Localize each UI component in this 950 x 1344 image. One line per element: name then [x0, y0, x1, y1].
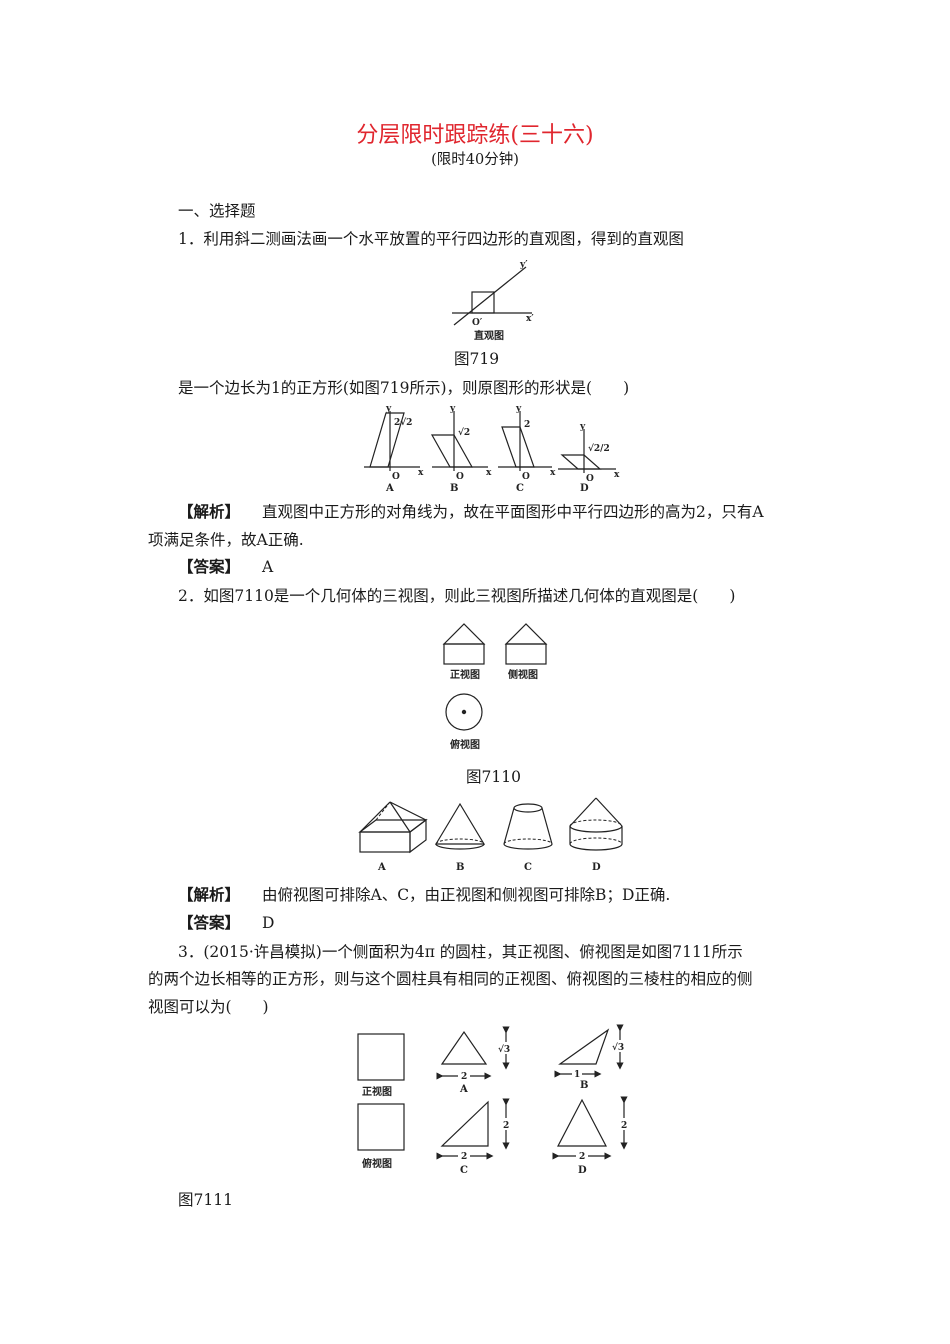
figure-caption: 直观图	[474, 329, 504, 342]
svg-text:x: x	[614, 470, 620, 480]
svg-text:C: C	[524, 862, 532, 873]
figure-719-oblique-view: y′ x′ O′ 直观图	[452, 260, 534, 342]
svg-text:x: x	[418, 468, 424, 478]
option-b-label: B	[450, 483, 458, 494]
svg-text:O: O	[392, 472, 400, 482]
svg-text:B: B	[456, 862, 464, 873]
side-view: 侧视图	[504, 623, 548, 681]
option-b-value: √2	[458, 427, 470, 438]
top-view: 俯视图	[445, 693, 483, 751]
svg-text:O: O	[456, 472, 464, 482]
q1-analysis-line1: 直观图中正方形的对角线为，故在平面图形中平行四边形的高为2，只有A	[262, 503, 764, 521]
top-view-square: 俯视图	[357, 1103, 405, 1170]
q3-stem-line3: 视图可以为( )	[148, 998, 269, 1016]
svg-text:2: 2	[579, 1152, 585, 1162]
figure-7110-number: 图7110	[466, 768, 521, 786]
svg-text:O: O	[522, 472, 530, 482]
svg-text:正视图: 正视图	[362, 1085, 392, 1098]
option-a-side-view: 2 √3 A	[436, 1026, 512, 1095]
option-c-value: 2	[524, 420, 530, 430]
option-c-side-view: 2 2 C	[436, 1098, 512, 1176]
option-c-frustum: C	[503, 803, 553, 873]
q3-stem-line1: 3．(2015·许昌模拟)一个侧面积为4π 的圆柱，其正视图、俯视图是如图711…	[178, 943, 743, 961]
svg-text:俯视图: 俯视图	[362, 1157, 392, 1170]
q3-stem-line2: 的两个边长相等的正方形，则与这个圆柱具有相同的正视图、俯视图的三棱柱的相应的侧	[148, 970, 753, 988]
q1-analysis-line2: 项满足条件，故A正确.	[148, 531, 304, 549]
front-view-square: 正视图	[357, 1033, 405, 1098]
q2-stem: 2．如图7110是一个几何体的三视图，则此三视图所描述几何体的直观图是( )	[178, 587, 736, 605]
option-a-label: A	[385, 483, 394, 494]
svg-text:y: y	[449, 404, 456, 414]
svg-text:侧视图: 侧视图	[508, 668, 538, 681]
q2-options-figure: A B C D	[358, 797, 623, 873]
option-d-graph: y O x √2/2 D	[558, 422, 620, 494]
option-d-side-view: 2 2 D	[552, 1096, 630, 1176]
y-axis-line	[453, 266, 527, 326]
q2-answer-tag: 【答案】	[178, 913, 241, 932]
option-d-value: √2/2	[588, 443, 610, 454]
option-a-graph: y O x 2√2 A	[364, 404, 424, 494]
svg-text:D: D	[592, 862, 601, 873]
svg-text:正视图: 正视图	[450, 668, 480, 681]
origin-label: O′	[472, 318, 483, 328]
q1-analysis-tag: 【解析】	[178, 502, 241, 521]
option-c-graph: y O x 2 C	[498, 404, 556, 494]
svg-text:A: A	[377, 862, 386, 873]
q2-analysis: 由俯视图可排除A、C，由正视图和侧视图可排除B；D正确.	[262, 886, 671, 904]
square-shape	[471, 291, 495, 314]
time-limit-subtitle: (限时40分钟)	[431, 152, 519, 168]
front-view: 正视图	[442, 623, 486, 681]
svg-text:x: x	[486, 468, 492, 478]
page-title: 分层限时跟踪练(三十六)	[356, 123, 594, 148]
svg-text:2: 2	[461, 1152, 467, 1162]
svg-text:y: y	[515, 404, 522, 414]
option-b-cone: B	[434, 802, 486, 873]
q1-options-figure: y O x 2√2 A y O x √2 B y O x 2 C	[364, 404, 620, 494]
y-axis-label: y′	[519, 260, 528, 270]
svg-text:2: 2	[461, 1072, 467, 1082]
figure-7111-number: 图7111	[178, 1191, 233, 1209]
option-b-side-view: 1 √3 B	[554, 1024, 626, 1091]
q1-stem-line2: 是一个边长为1的正方形(如图719所示)，则原图形的形状是( )	[178, 379, 630, 397]
svg-text:√3: √3	[498, 1044, 510, 1055]
svg-text:A: A	[459, 1084, 468, 1095]
svg-text:1: 1	[574, 1070, 580, 1080]
q2-answer: D	[262, 914, 275, 932]
svg-text:y: y	[385, 404, 392, 414]
svg-text:B: B	[580, 1080, 588, 1091]
svg-text:C: C	[460, 1165, 468, 1176]
svg-text:2: 2	[621, 1121, 627, 1131]
svg-text:D: D	[578, 1165, 587, 1176]
figure-7110-three-views: 正视图 侧视图 俯视图	[442, 623, 548, 751]
option-c-label: C	[516, 483, 524, 494]
option-b-graph: y O x √2 B	[430, 404, 492, 494]
svg-text:俯视图: 俯视图	[450, 738, 480, 751]
q2-analysis-tag: 【解析】	[178, 885, 241, 904]
svg-text:2: 2	[503, 1121, 509, 1131]
svg-text:x: x	[550, 468, 556, 478]
x-axis-label: x′	[526, 314, 534, 324]
option-a-value: 2√2	[394, 417, 412, 428]
q1-answer: A	[262, 558, 274, 576]
q1-stem-line1: 1．利用斜二测画法画一个水平放置的平行四边形的直观图，得到的直观图	[178, 230, 684, 248]
svg-text:O: O	[586, 474, 594, 484]
svg-text:y: y	[579, 422, 586, 432]
option-d-cone-cylinder: D	[569, 797, 623, 873]
svg-text:√3: √3	[612, 1042, 624, 1053]
q1-answer-tag: 【答案】	[178, 557, 241, 576]
figure-7111-views-options: 正视图 俯视图 2 √3 A 1 √3 B	[357, 1024, 630, 1176]
option-a-solid: A	[358, 801, 428, 873]
section-heading: 一、选择题	[178, 202, 256, 220]
option-d-label: D	[580, 483, 589, 494]
figure-719-number: 图719	[454, 350, 500, 368]
